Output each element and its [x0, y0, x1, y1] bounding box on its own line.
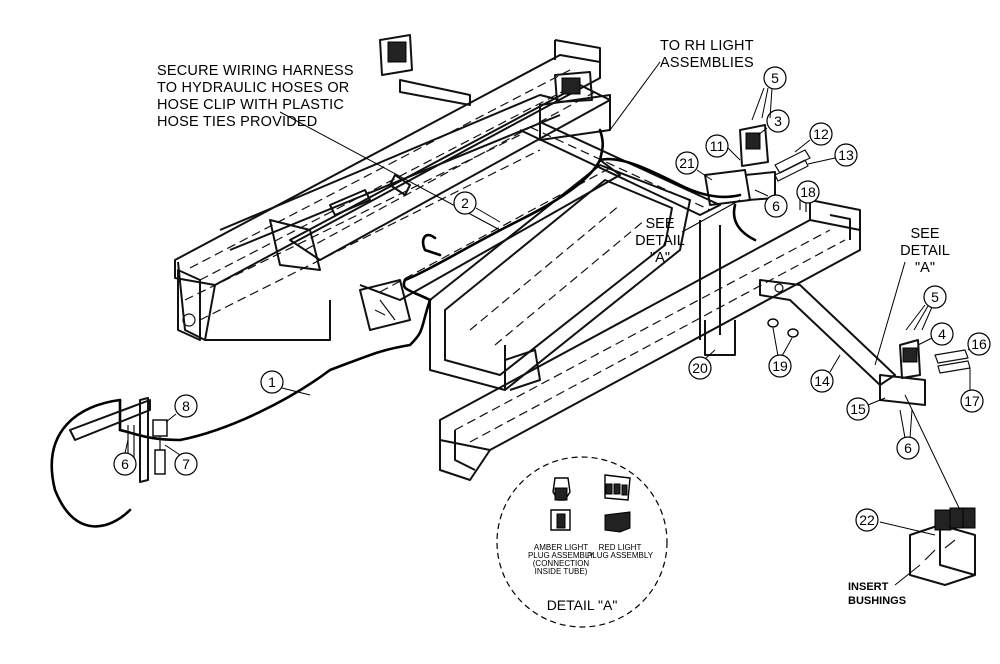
svg-text:2: 2: [461, 195, 469, 211]
callout-13: 13: [807, 143, 858, 167]
svg-text:3: 3: [774, 113, 782, 129]
front-frame-tube: [439, 199, 861, 481]
svg-text:16: 16: [971, 336, 987, 352]
note-secure-harness: SECURE WIRING HARNESS TO HYDRAULIC HOSES…: [157, 63, 501, 231]
callout-14: 14: [810, 354, 841, 393]
red-label-2: PLUG ASSEMBLY: [587, 551, 654, 560]
insert-bushings-assembly: [909, 507, 976, 586]
svg-text:8: 8: [182, 398, 190, 414]
svg-text:21: 21: [679, 155, 695, 171]
callout-18: 18: [796, 180, 820, 204]
see-detail-1-line-3: "A": [650, 250, 670, 266]
note-see-detail-2: SEE DETAIL "A": [874, 226, 950, 366]
callout-20: 20: [688, 349, 716, 380]
callout-2: 2: [453, 191, 501, 223]
note-see-detail-1: SEE DETAIL "A": [635, 199, 741, 266]
see-detail-1-line-1: SEE: [645, 216, 674, 232]
callout-7: 7: [164, 444, 198, 476]
svg-text:17: 17: [964, 393, 980, 409]
svg-text:7: 7: [182, 456, 190, 472]
left-brackets: [177, 174, 411, 341]
amber-label-4: INSIDE TUBE): [535, 567, 588, 576]
svg-text:12: 12: [813, 126, 829, 142]
see-detail-2-line-3: "A": [915, 260, 935, 276]
callout-8: 8: [165, 394, 198, 423]
callout-6-left: 6: [113, 439, 137, 476]
callout-21: 21: [675, 151, 713, 181]
callout-5-lower: 5: [905, 285, 947, 331]
svg-text:6: 6: [121, 456, 129, 472]
callout-5-upper: 5: [751, 66, 787, 121]
detail-a-circle: AMBER LIGHT PLUG ASSEMBLY (CONNECTION IN…: [496, 456, 668, 628]
svg-text:19: 19: [772, 358, 788, 374]
see-detail-2-line-1: SEE: [910, 226, 939, 242]
amber-label-3: (CONNECTION: [533, 559, 590, 568]
callout-11: 11: [705, 134, 741, 161]
note-secure-line-4: HOSE TIES PROVIDED: [157, 114, 317, 130]
callout-6-mid: 6: [754, 189, 788, 218]
note-rh-light: TO RH LIGHT ASSEMBLIES: [609, 38, 754, 131]
callout-19: 19: [768, 327, 793, 378]
svg-text:18: 18: [800, 184, 816, 200]
svg-text:20: 20: [692, 360, 708, 376]
svg-text:13: 13: [838, 147, 854, 163]
svg-text:5: 5: [931, 289, 939, 305]
amber-label-2: PLUG ASSEMBLY: [528, 551, 595, 560]
detail-title: DETAIL "A": [547, 597, 618, 613]
callout-4: 4: [917, 322, 954, 346]
red-label-1: RED LIGHT: [599, 543, 642, 552]
callout-3: 3: [757, 109, 790, 136]
note-secure-line-3: HOSE CLIP WITH PLASTIC: [157, 97, 344, 113]
insert-line-2: BUSHINGS: [848, 595, 906, 607]
svg-text:14: 14: [814, 373, 830, 389]
note-rh-line-2: ASSEMBLIES: [660, 55, 754, 71]
svg-text:4: 4: [938, 326, 946, 342]
note-rh-line-1: TO RH LIGHT: [660, 38, 754, 54]
svg-text:5: 5: [771, 70, 779, 86]
callout-12: 12: [794, 122, 833, 153]
inner-frame: [429, 164, 691, 391]
note-secure-line-1: SECURE WIRING HARNESS: [157, 63, 354, 79]
upper-light-arm: [379, 34, 611, 141]
callout-16: 16: [967, 332, 991, 356]
wiring-harness: [50, 128, 757, 528]
right-light-arm: [759, 279, 926, 406]
cross-tubes: [289, 84, 721, 301]
amber-label-1: AMBER LIGHT: [534, 543, 588, 552]
callout-17: 17: [960, 368, 984, 413]
callout-6-right: 6: [896, 409, 920, 460]
see-detail-1-line-2: DETAIL: [635, 233, 685, 249]
svg-text:15: 15: [850, 401, 866, 417]
nuts: [767, 318, 799, 338]
svg-text:1: 1: [268, 374, 276, 390]
note-secure-line-2: TO HYDRAULIC HOSES OR: [157, 80, 349, 96]
callout-22: 22: [855, 508, 936, 536]
svg-text:11: 11: [710, 138, 725, 154]
svg-text:6: 6: [772, 198, 780, 214]
insert-line-1: INSERT: [848, 581, 889, 593]
u-bolt-bracket: [699, 220, 736, 356]
see-detail-2-line-2: DETAIL: [900, 243, 950, 259]
svg-text:22: 22: [859, 512, 875, 528]
callout-1: 1: [260, 370, 311, 396]
note-insert-bushings: INSERT BUSHINGS: [848, 394, 961, 607]
plug-bracket-assembly: [69, 397, 168, 483]
callout-15: 15: [846, 397, 886, 421]
svg-text:6: 6: [904, 440, 912, 456]
